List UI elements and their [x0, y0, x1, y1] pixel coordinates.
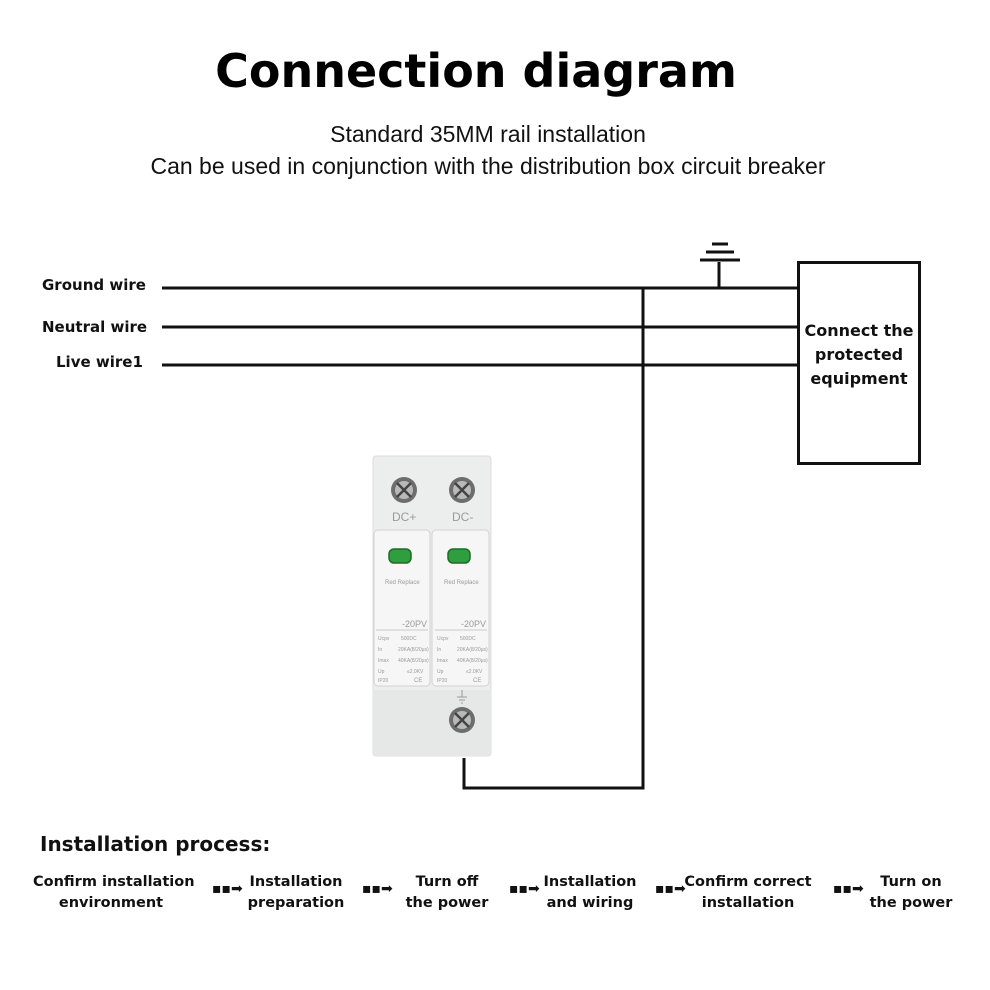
neutral-wire-label: Neutral wire [42, 318, 148, 336]
spec-value: 20KA(8/20μs) [457, 647, 488, 653]
step-line1: Turn on [880, 874, 942, 890]
step-line1: Confirm correct [684, 874, 812, 890]
spec-value: ≤2.0KV [407, 669, 424, 675]
process-step: Confirm installation environment [33, 872, 195, 914]
step-line2: the power [869, 895, 953, 911]
ip-rating: IP20 [437, 678, 448, 684]
module-model: -20PV [402, 619, 427, 629]
process-step: Installation preparation [240, 872, 352, 914]
live-wire-label: Live wire1 [56, 353, 143, 371]
subtitle-breaker: Can be used in conjunction with the dist… [150, 153, 826, 179]
module-model: -20PV [461, 619, 486, 629]
spec-key: Ucpv [437, 636, 449, 642]
ce-mark: CE [414, 678, 422, 684]
spec-key: In [437, 647, 441, 653]
terminal-screw-icon [449, 477, 475, 503]
spec-value: 40KA(8/20μs) [457, 658, 488, 664]
next-arrow-icon: ▪▪➡ [509, 881, 540, 897]
step-line2: installation [701, 895, 795, 911]
next-arrow-icon: ▪▪➡ [362, 881, 393, 897]
step-line2: the power [405, 895, 489, 911]
next-arrow-icon: ▪▪➡ [655, 881, 686, 897]
step-line1: Confirm installation [33, 874, 195, 890]
spec-key: Imax [437, 658, 448, 664]
spec-key: Up [437, 669, 444, 675]
step-line2: preparation [247, 895, 345, 911]
ground-terminal-screw-icon [449, 707, 475, 733]
step-line2: environment [58, 895, 164, 911]
next-arrow-icon: ▪▪➡ [833, 881, 864, 897]
ce-mark: CE [473, 678, 481, 684]
spec-key: In [378, 647, 382, 653]
step-line1: Turn off [415, 874, 479, 890]
indicator-caption: Red Replace [385, 580, 420, 586]
earth-ground-icon [700, 242, 740, 288]
spec-value: ≤2.0KV [466, 669, 483, 675]
spec-value: 20KA(8/20μs) [398, 647, 429, 653]
spec-value: 500DC [460, 636, 476, 642]
surge-protector-device: DC+ DC- Red Replace -20PV Ucpv 500DC In … [372, 455, 492, 757]
protected-equipment-box: Connect the protected equipment [797, 261, 921, 465]
process-step: Confirm correct installation [682, 872, 814, 914]
step-line2: and wiring [546, 895, 634, 911]
spec-value: 500DC [401, 636, 417, 642]
protected-equipment-label: Connect the protected equipment [804, 321, 914, 388]
spec-key: Up [378, 669, 385, 675]
spec-key: Ucpv [378, 636, 390, 642]
device-ground-lead [462, 288, 645, 790]
status-indicator-icon [447, 548, 471, 564]
page-title: Connection diagram [215, 44, 737, 98]
terminal-label-negative: DC- [452, 510, 473, 524]
indicator-caption: Red Replace [444, 580, 479, 586]
ip-rating: IP20 [378, 678, 389, 684]
terminal-screw-icon [391, 477, 417, 503]
terminal-label-positive: DC+ [392, 510, 416, 524]
spec-key: Imax [378, 658, 389, 664]
subtitle-rail: Standard 35MM rail installation [330, 121, 646, 147]
device-earth-icon [457, 690, 467, 704]
process-step: Turn on the power [865, 872, 957, 914]
process-step: Turn off the power [399, 872, 495, 914]
process-title: Installation process: [40, 832, 271, 856]
ground-wire-label: Ground wire [42, 276, 146, 294]
step-line1: Installation [249, 874, 343, 890]
process-step: Installation and wiring [538, 872, 642, 914]
status-indicator-icon [388, 548, 412, 564]
step-line1: Installation [543, 874, 637, 890]
next-arrow-icon: ▪▪➡ [212, 881, 243, 897]
spec-value: 40KA(8/20μs) [398, 658, 429, 664]
